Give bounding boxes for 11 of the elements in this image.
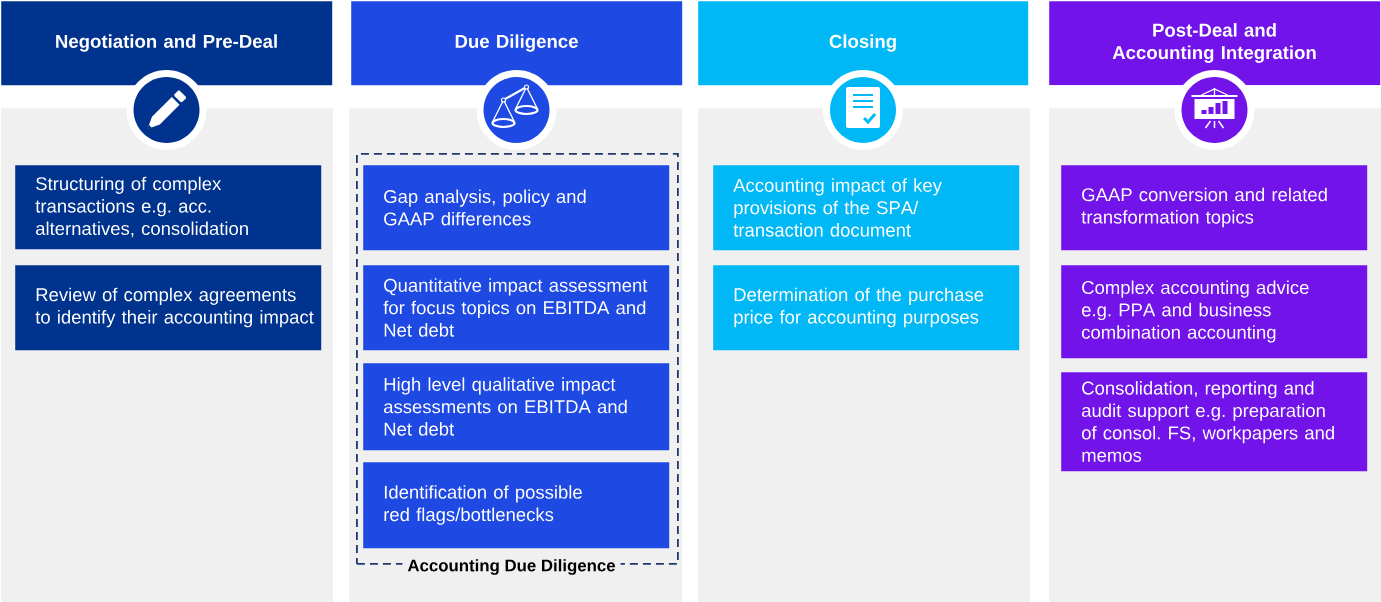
- text-box: Structuring of complex transactions e.g. acc. alternatives, consolidation: [15, 165, 322, 250]
- text-box: Complex accounting advice e.g. PPA and business combination accounting: [1061, 265, 1368, 359]
- text-box: Determination of the purchase price for accounting purposes: [713, 265, 1020, 351]
- text-box: GAAP conversion and related transformation topics: [1061, 165, 1368, 251]
- text-box: Quantitative impact assessment for focus topics on EBITDA and Net debt: [363, 265, 670, 351]
- text-box: Accounting impact of key provisions of the SPA/ transaction document: [713, 165, 1020, 251]
- text-box: High level qualitative impact assessments on EBITDA and Net debt: [363, 363, 670, 451]
- text-box: Review of complex agreements to identify their accounting impact: [15, 265, 322, 351]
- text-box: Consolidation, reporting and audit support e.g. preparation of consol. FS, workpapers and memos: [1061, 372, 1368, 472]
- text-box: Identification of possible red flags/bottlenecks: [363, 462, 670, 549]
- text-box: Gap analysis, policy and GAAP differences: [363, 165, 670, 251]
